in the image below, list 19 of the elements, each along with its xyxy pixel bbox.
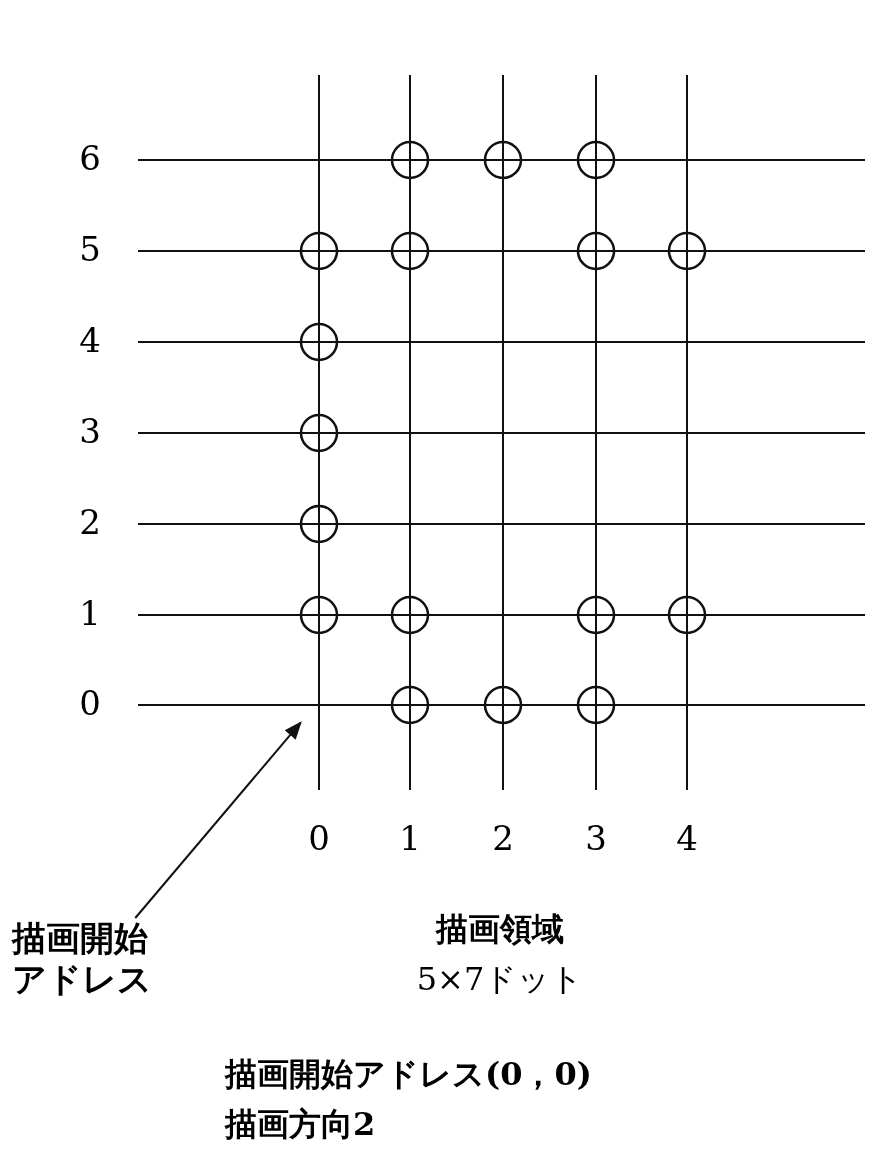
row-number: 4 (78, 320, 102, 361)
column-number: 4 (675, 818, 699, 859)
column-number: 0 (307, 818, 331, 859)
column-number: 2 (491, 818, 515, 859)
row-number: 0 (78, 683, 102, 724)
row-number: 1 (78, 593, 102, 634)
row-number: 2 (78, 502, 102, 543)
row-number: 3 (78, 411, 102, 452)
column-number: 3 (584, 818, 608, 859)
row-number: 5 (78, 229, 102, 270)
caption-text: 描画開始アドレス(0，0) (225, 1055, 593, 1094)
caption-text: 5×7ドット (415, 960, 585, 999)
caption-text: 描画方向2 (225, 1105, 377, 1144)
column-number: 1 (398, 818, 422, 859)
start-address-label: 描画開始アドレス (12, 918, 153, 1000)
row-number: 6 (78, 138, 102, 179)
dot-matrix-drawing (299, 140, 707, 725)
leader-arrow (134, 721, 302, 919)
caption-text: 描画領域 (434, 910, 565, 949)
